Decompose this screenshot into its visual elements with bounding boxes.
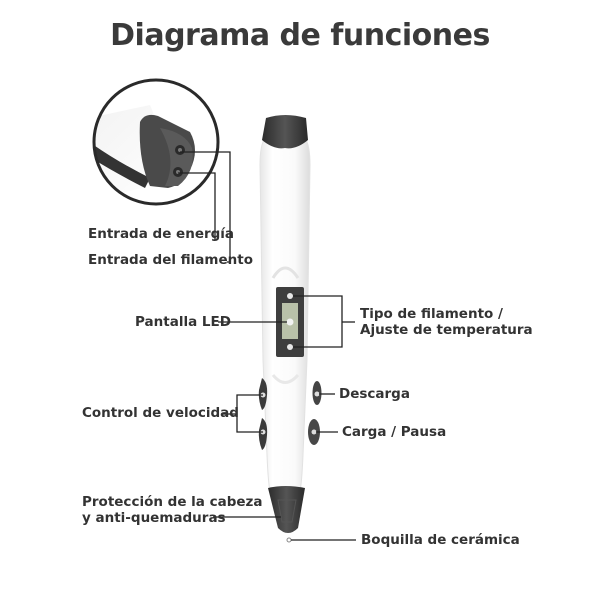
label-filament-input: Entrada del filamento xyxy=(88,252,253,268)
page-title: Diagrama de funciones xyxy=(110,18,490,53)
label-filament-type: Tipo de filamento / xyxy=(360,306,503,322)
label-unload: Descarga xyxy=(339,386,410,402)
led-screen xyxy=(276,287,304,357)
label-power-input: Entrada de energía xyxy=(88,226,235,242)
label-head-protection: Protección de la cabeza xyxy=(82,494,263,510)
inset-zoom-circle xyxy=(92,78,220,206)
3d-pen xyxy=(258,115,322,543)
label-ceramic-nozzle: Boquilla de cerámica xyxy=(361,532,520,548)
label-anti-burn: y anti-quemaduras xyxy=(82,510,226,526)
label-temperature-setting: Ajuste de temperatura xyxy=(360,322,533,338)
label-led-display: Pantalla LED xyxy=(135,314,231,330)
nozzle-head xyxy=(268,486,305,543)
side-buttons xyxy=(308,381,322,445)
speed-wheels xyxy=(258,378,268,450)
label-load-pause: Carga / Pausa xyxy=(342,424,447,440)
label-speed-control: Control de velocidad xyxy=(82,405,239,421)
